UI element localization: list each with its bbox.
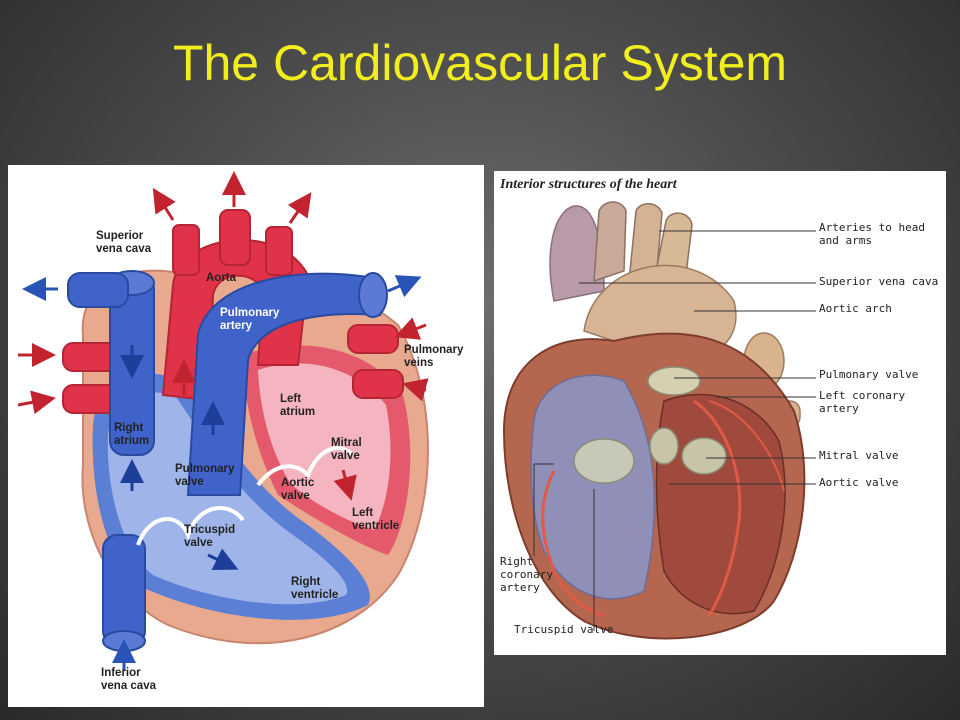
label-aortic-valve-r: Aortic valve <box>819 476 899 489</box>
label-inferior-vena-cava: Inferior vena cava <box>101 667 156 693</box>
label-aorta: Aorta <box>206 272 237 284</box>
label-right-coronary-artery: Right coronary artery <box>500 555 553 595</box>
label-aortic-valve: Aortic valve <box>281 477 315 503</box>
label-right-ventricle: Right ventricle <box>291 576 339 602</box>
heart-flow-diagram: Superior vena cava Aorta Pulmonary arter… <box>8 165 484 707</box>
label-superior-vena-cava: Superior vena cava <box>96 230 151 256</box>
label-superior-vena-cava-r: Superior vena cava <box>819 275 939 288</box>
label-arteries-to-head: Arteries to head and arms <box>819 221 925 248</box>
label-right-atrium: Right atrium <box>114 422 150 448</box>
label-pulmonary-valve: Pulmonary valve <box>175 463 235 489</box>
label-pulmonary-artery: Pulmonary artery <box>220 307 280 333</box>
label-mitral-valve-r: Mitral valve <box>819 449 899 462</box>
label-pulmonary-veins: Pulmonary veins <box>404 344 464 370</box>
label-tricuspid-valve-r: Tricuspid valve <box>514 623 614 636</box>
label-tricuspid-valve: Tricuspid valve <box>184 524 236 550</box>
label-mitral-valve: Mitral valve <box>331 437 362 463</box>
label-left-coronary-artery: Left coronary artery <box>819 389 906 416</box>
label-aortic-arch: Aortic arch <box>819 302 892 315</box>
interior-diagram-title: Interior structures of the heart <box>500 177 677 192</box>
label-pulmonary-valve-r: Pulmonary valve <box>819 368 919 381</box>
heart-interior-illustration <box>502 201 816 640</box>
label-left-ventricle: Left ventricle <box>352 507 400 533</box>
heart-flow-illustration <box>17 171 429 670</box>
label-left-atrium: Left atrium <box>280 393 316 419</box>
heart-interior-diagram: Interior structures of the heart <box>494 171 946 655</box>
slide-title: The Cardiovascular System <box>172 35 788 91</box>
